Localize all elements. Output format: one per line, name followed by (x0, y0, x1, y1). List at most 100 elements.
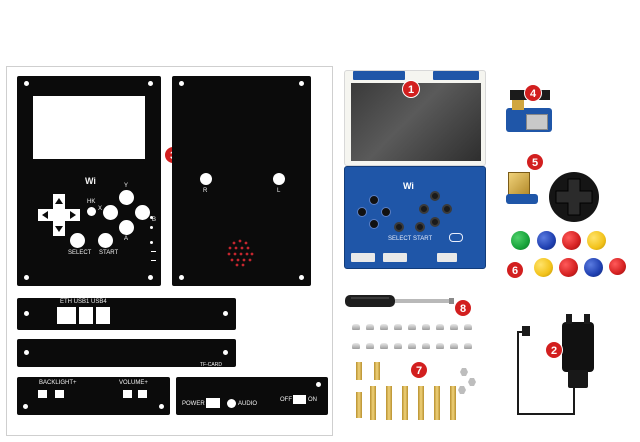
screw-hole (179, 275, 184, 280)
volume-button-cutout (123, 390, 132, 398)
button-cap-blue (584, 258, 603, 277)
pcb-button-y (430, 191, 440, 201)
label-start: START (99, 250, 119, 256)
label-l: L (277, 188, 281, 194)
screw (422, 343, 430, 349)
brand-logo: Wi (85, 176, 96, 186)
screw (366, 343, 374, 349)
pcb-button-x (419, 204, 429, 214)
screw-hole (23, 404, 28, 409)
standoff-short (374, 362, 380, 380)
pcb-connector (351, 253, 375, 262)
shoulder-hole-r (200, 173, 212, 185)
joystick-icon (549, 172, 599, 222)
standoff-long (434, 386, 440, 420)
screw (436, 324, 444, 330)
callout-1: 1 (402, 80, 420, 98)
usb4-port-cutout (96, 307, 110, 324)
screw (436, 343, 444, 349)
callout-4: 4 (524, 84, 542, 102)
screw-hole (179, 81, 184, 86)
screw (380, 324, 388, 330)
screw (352, 324, 360, 330)
standoff-long (402, 386, 408, 420)
kit-frame (6, 66, 333, 436)
label-off: OFF (280, 397, 292, 403)
callout-8: 8 (454, 299, 472, 317)
screw (380, 343, 388, 349)
shoulder-hole-l (273, 173, 285, 185)
callout-5: 5 (526, 153, 544, 171)
label-a: A (124, 236, 129, 242)
pcb-label-start: START (413, 236, 433, 242)
screw-hole (24, 311, 29, 316)
pcb-button-a (430, 217, 440, 227)
select-hole (70, 233, 85, 248)
backlight-button-cutout (38, 390, 47, 398)
dpad-icon (357, 195, 391, 229)
eth-port-cutout (57, 307, 76, 324)
volume-button-cutout (138, 390, 147, 398)
label-audio: AUDIO (238, 401, 258, 407)
button-cap-yellow (534, 258, 553, 277)
game-controller-pcb: Wi SELECT START (344, 166, 486, 269)
pcb-button-select (394, 222, 404, 232)
screw (394, 343, 402, 349)
pcb-label-select: SELECT (388, 236, 412, 242)
button-hole-hk (87, 207, 96, 216)
screw (408, 324, 416, 330)
strip-label-tfcard: TF-CARD (200, 362, 222, 368)
label-r: R (203, 188, 208, 194)
strip-label-ports: ETH USB1 USB4 (60, 299, 107, 305)
screw (394, 324, 402, 330)
label-hk: HK (87, 199, 96, 205)
callout-7: 7 (410, 361, 428, 379)
lcd-top-header (433, 71, 479, 80)
standoff-long (370, 386, 376, 420)
callout-2: 2 (545, 341, 563, 359)
adapter-board-tab (512, 100, 524, 110)
label-backlight: BACKLIGHT+ (39, 380, 77, 386)
led-hole (150, 241, 153, 244)
button-cap-green (511, 231, 530, 250)
screw-hole (159, 404, 164, 409)
pcb-controller-logo (449, 233, 463, 242)
standoff-long (418, 386, 424, 420)
start-hole (98, 233, 113, 248)
pcb-button-start (415, 222, 425, 232)
hex-nut (468, 378, 476, 386)
button-cap-blue (537, 231, 556, 250)
button-hole-b (135, 205, 150, 220)
led-hole (150, 216, 153, 219)
screw (464, 343, 472, 349)
screw-hole (148, 81, 153, 86)
screw-hole (24, 81, 29, 86)
middle-side-strip: TF-CARD (17, 339, 236, 368)
standoff-long (450, 386, 456, 420)
pcb-connector (437, 253, 457, 262)
power-port-cutout (206, 398, 220, 408)
button-hole-x (103, 205, 118, 220)
button-cap-red (609, 258, 626, 275)
pcb-button-b (442, 204, 452, 214)
brand-logo: Wi (403, 181, 414, 191)
led-hole (150, 226, 153, 229)
bottom-left-strip: BACKLIGHT+ VOLUME+ (17, 377, 170, 415)
label-select: SELECT (68, 250, 92, 256)
button-hole-a (119, 220, 134, 235)
screw-hole (299, 81, 304, 86)
audio-jack-hole (227, 399, 236, 408)
screw (408, 343, 416, 349)
button-cap-red (559, 258, 578, 277)
screen-window (33, 96, 145, 159)
button-cap-yellow (587, 231, 606, 250)
front-acrylic-panel: Wi Y X B A HK SELECT START (17, 76, 161, 286)
top-side-strip: ETH USB1 USB4 (17, 298, 236, 330)
standoff-long (386, 386, 392, 420)
standoff-long (356, 392, 362, 418)
hdmi-connector (508, 172, 530, 196)
pcb-connector (383, 253, 407, 262)
screw (464, 324, 472, 330)
screw (450, 343, 458, 349)
dpad-icon (38, 194, 80, 236)
